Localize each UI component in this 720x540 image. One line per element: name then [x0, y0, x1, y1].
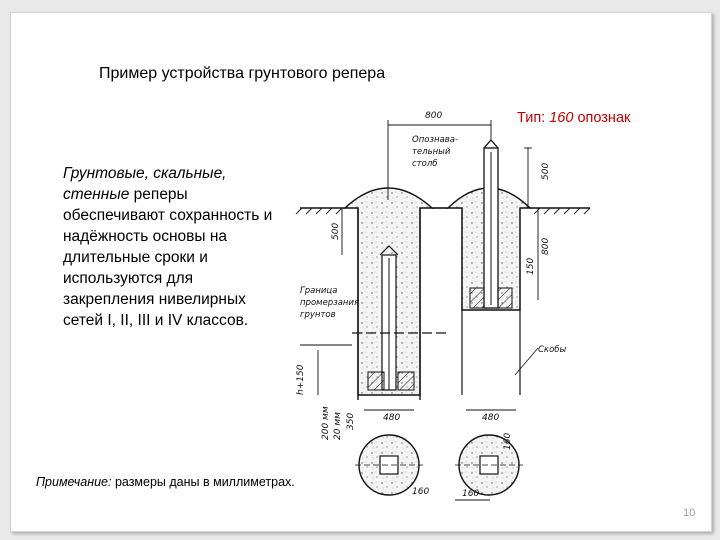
dimension-lines [317, 120, 539, 501]
description-body: реперы обеспечивают сохранность и надёжн… [63, 186, 273, 329]
note-lead: Примечание: [36, 475, 112, 489]
brackets-leader [514, 347, 539, 376]
dim-480-left: 480 [383, 413, 400, 423]
dim-top-width: 800 [425, 111, 442, 121]
boundary-label-line1: Граница [300, 286, 337, 296]
dim-160-c: 160 [503, 433, 513, 450]
type-label: Тип: 160 опознак [517, 110, 630, 126]
brackets-label: Скобы [538, 345, 567, 355]
type-label-prefix: Тип: [517, 110, 550, 126]
slide: Пример устройства грунтового репера Грун… [10, 12, 712, 532]
dim-350: 350 [346, 413, 356, 430]
description-emphasis: Грунтовые, скальные, стенные [63, 165, 227, 203]
type-label-number: 160 [549, 110, 574, 126]
ground-hatch [295, 207, 591, 215]
dim-160-b: 160 [462, 489, 479, 499]
dim-480-right: 480 [482, 413, 499, 423]
pillar-label-line2: тельный [412, 147, 451, 157]
page-title: Пример устройства грунтового репера [99, 65, 386, 82]
description: Грунтовые, скальные, стенные реперы обес… [63, 163, 278, 331]
dim-left-depth: h+150 [296, 364, 306, 395]
pillar-label-line3: столб [412, 159, 438, 169]
type-label-suffix: опознак [573, 110, 631, 126]
note: Примечание: размеры даны в миллиметрах. [36, 475, 295, 489]
left-benchmark [343, 187, 434, 400]
boundary-label-line2: промерзания [300, 298, 359, 308]
dim-800: 800 [541, 238, 551, 255]
dim-20mm: 20 мм [333, 412, 343, 440]
dim-500-right: 500 [541, 163, 551, 180]
boundary-label-line3: грунтов [300, 310, 336, 320]
page-number: 10 [683, 507, 696, 519]
dim-200mm: 200 мм [321, 406, 331, 440]
dim-500-left: 500 [331, 223, 341, 240]
dim-150: 150 [526, 258, 536, 275]
note-body: размеры даны в миллиметрах. [111, 475, 295, 489]
pillar-label-line1: Опознава- [412, 135, 458, 145]
right-benchmark [446, 139, 532, 395]
anchor-plans [355, 434, 523, 496]
dim-160-a: 160 [412, 487, 429, 497]
